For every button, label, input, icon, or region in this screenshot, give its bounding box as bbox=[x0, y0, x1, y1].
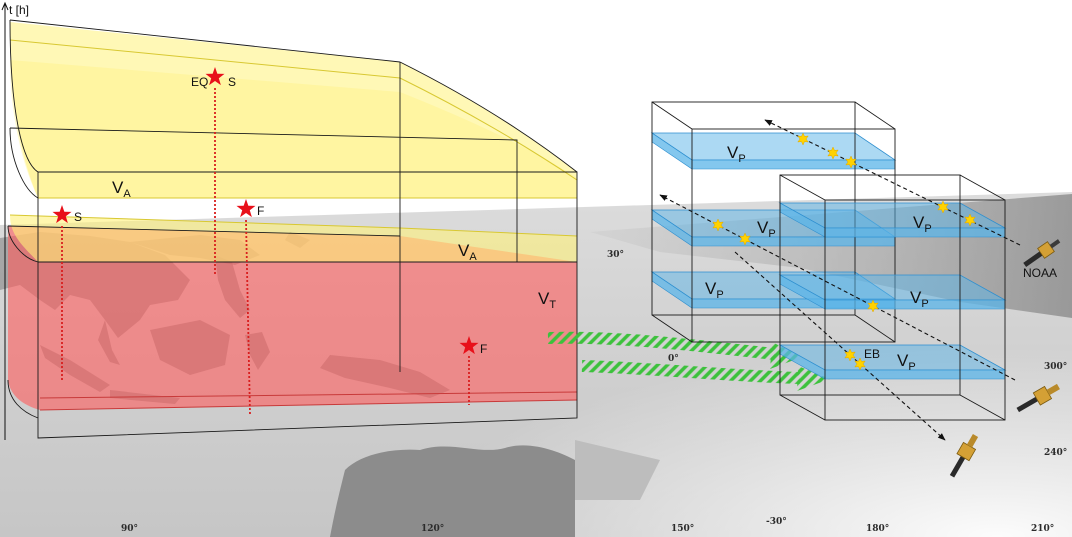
event-label: S bbox=[228, 75, 236, 89]
volume-symbol: V bbox=[897, 351, 909, 370]
red-layer-line bbox=[39, 399, 578, 411]
box-edge bbox=[779, 174, 1006, 421]
event-prefix-label: EQ bbox=[191, 75, 208, 89]
map-label: 240° bbox=[1044, 448, 1067, 458]
plane-top-face bbox=[650, 132, 897, 161]
volume-label: VT bbox=[538, 289, 556, 311]
satellite-icon bbox=[949, 434, 979, 478]
volume-label: VP bbox=[727, 143, 746, 165]
observation-tracks bbox=[659, 119, 1021, 441]
volume-subscript: T bbox=[549, 299, 556, 311]
volume-subscript: P bbox=[924, 223, 931, 235]
satellite-icon bbox=[1016, 383, 1060, 413]
event-dotted-line bbox=[245, 219, 251, 416]
map-label: 210° bbox=[1031, 524, 1054, 534]
satellite-label: NOAA bbox=[1023, 266, 1057, 280]
box-edge bbox=[7, 225, 401, 237]
dashed-track-arrow bbox=[734, 251, 946, 441]
plane-front-edge bbox=[691, 236, 896, 247]
map-label: 0° bbox=[668, 354, 679, 364]
hatched-arrowhead bbox=[797, 366, 830, 391]
prediction-plane: VP bbox=[650, 132, 897, 170]
box-edge bbox=[9, 19, 401, 63]
box-wireframe bbox=[779, 174, 1006, 421]
volume-label: VP bbox=[897, 351, 916, 373]
volume-subscript: P bbox=[716, 289, 723, 301]
volume-subscript: P bbox=[738, 153, 745, 165]
volume-symbol: V bbox=[757, 218, 769, 237]
time-axis-arrowhead bbox=[1, 1, 9, 11]
box-edge bbox=[37, 171, 578, 439]
map-labels: 30° 0° 300° 240° 90° 120° 150° -30° 180°… bbox=[121, 250, 1067, 534]
yellow-layer-line bbox=[9, 39, 578, 181]
map-label: 120° bbox=[421, 524, 444, 534]
volume-symbol: V bbox=[913, 213, 925, 232]
dashed-track-arrow bbox=[659, 194, 1016, 381]
yellow-volume-layer-inner bbox=[10, 60, 577, 198]
map-label: 90° bbox=[121, 524, 138, 534]
box-edge bbox=[9, 127, 39, 199]
volume-label: VA bbox=[458, 241, 477, 263]
volume-symbol: V bbox=[910, 288, 922, 307]
dashed-track-arrow bbox=[764, 119, 1021, 246]
box-edge bbox=[7, 225, 39, 263]
volume-subscript: A bbox=[469, 251, 477, 263]
box-edge bbox=[824, 199, 1006, 421]
event-label: F bbox=[480, 342, 487, 356]
box-wireframe bbox=[651, 101, 896, 343]
time-axis-label: t [h] bbox=[9, 3, 29, 17]
volume-subscript: P bbox=[921, 298, 928, 310]
time-axis: t [h] bbox=[1, 1, 29, 440]
land-australia bbox=[330, 445, 575, 537]
volume-symbol: V bbox=[112, 178, 124, 197]
map-label: 180° bbox=[866, 524, 889, 534]
volume-symbol: V bbox=[458, 241, 470, 260]
hatched-arrow-shaft bbox=[547, 331, 776, 360]
right-volume-lower: VP VP VP bbox=[778, 174, 1007, 421]
left-volume: EQ S S F F VA VA VT bbox=[7, 19, 578, 439]
yellow-volume-layer-lower bbox=[10, 215, 577, 262]
map-label: 150° bbox=[671, 524, 694, 534]
box-edge bbox=[651, 101, 896, 343]
satellite-icon bbox=[1023, 239, 1061, 267]
land-shadow bbox=[575, 440, 660, 500]
box-edge bbox=[9, 19, 39, 173]
map-label: 30° bbox=[607, 250, 624, 260]
satellites: NOAA bbox=[949, 239, 1061, 478]
volume-label: VP bbox=[913, 213, 932, 235]
red-layer-line bbox=[39, 391, 578, 399]
volume-label: VA bbox=[112, 178, 131, 200]
hatched-arrow-shaft bbox=[581, 360, 801, 384]
map-label: -30° bbox=[766, 517, 787, 527]
box-edge bbox=[9, 127, 518, 262]
volume-subscript: P bbox=[768, 228, 775, 240]
red-volume-layer bbox=[8, 226, 577, 410]
yellow-volume-layer-upper bbox=[10, 22, 577, 198]
volume-label: VP bbox=[757, 218, 776, 240]
box-edge bbox=[7, 379, 39, 419]
volume-subscript: A bbox=[123, 188, 131, 200]
volume-label: VP bbox=[910, 288, 929, 310]
event-label: S bbox=[74, 210, 82, 224]
volume-symbol: V bbox=[705, 279, 717, 298]
plane-front-edge bbox=[691, 159, 896, 170]
map-label: 300° bbox=[1044, 362, 1067, 372]
volume-symbol: V bbox=[727, 143, 739, 162]
event-label: F bbox=[257, 204, 264, 218]
box-edge bbox=[399, 61, 578, 173]
volume-subscript: P bbox=[908, 361, 915, 373]
volume-label: VP bbox=[705, 279, 724, 301]
detection-markers: EB bbox=[712, 132, 976, 371]
volume-symbol: V bbox=[538, 289, 550, 308]
box-edge bbox=[779, 174, 961, 396]
eb-label: EB bbox=[864, 347, 880, 361]
